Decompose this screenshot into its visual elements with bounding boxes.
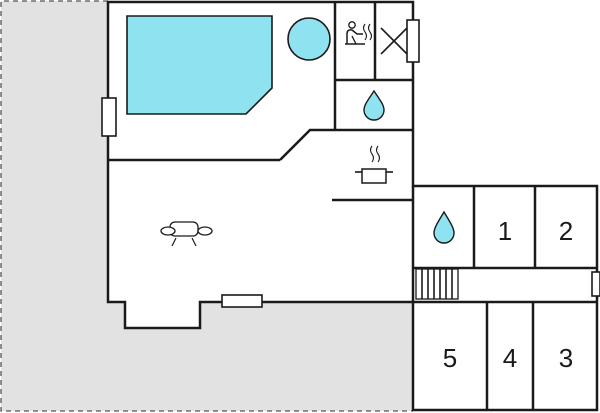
window-top-right bbox=[406, 19, 420, 63]
pool-icon bbox=[126, 15, 273, 115]
room-3-label: 3 bbox=[559, 343, 573, 373]
window-left bbox=[101, 97, 117, 137]
sauna-icon bbox=[345, 21, 373, 45]
room-5-label: 5 bbox=[443, 343, 457, 373]
sofa-icon bbox=[160, 221, 213, 247]
closet-cross-icon bbox=[380, 27, 408, 55]
room-1-label: 1 bbox=[498, 216, 512, 246]
shower-drop-icon bbox=[433, 210, 455, 244]
hot-tub-icon bbox=[287, 17, 331, 61]
room-2-label: 2 bbox=[559, 216, 573, 246]
window-right bbox=[591, 271, 600, 297]
room-4-label: 4 bbox=[503, 343, 517, 373]
interior-walls bbox=[108, 2, 597, 410]
window-bottom bbox=[221, 294, 263, 308]
cooking-pot-icon bbox=[355, 145, 393, 184]
shower-drop-icon bbox=[363, 89, 385, 121]
stairs-icon bbox=[415, 268, 459, 300]
